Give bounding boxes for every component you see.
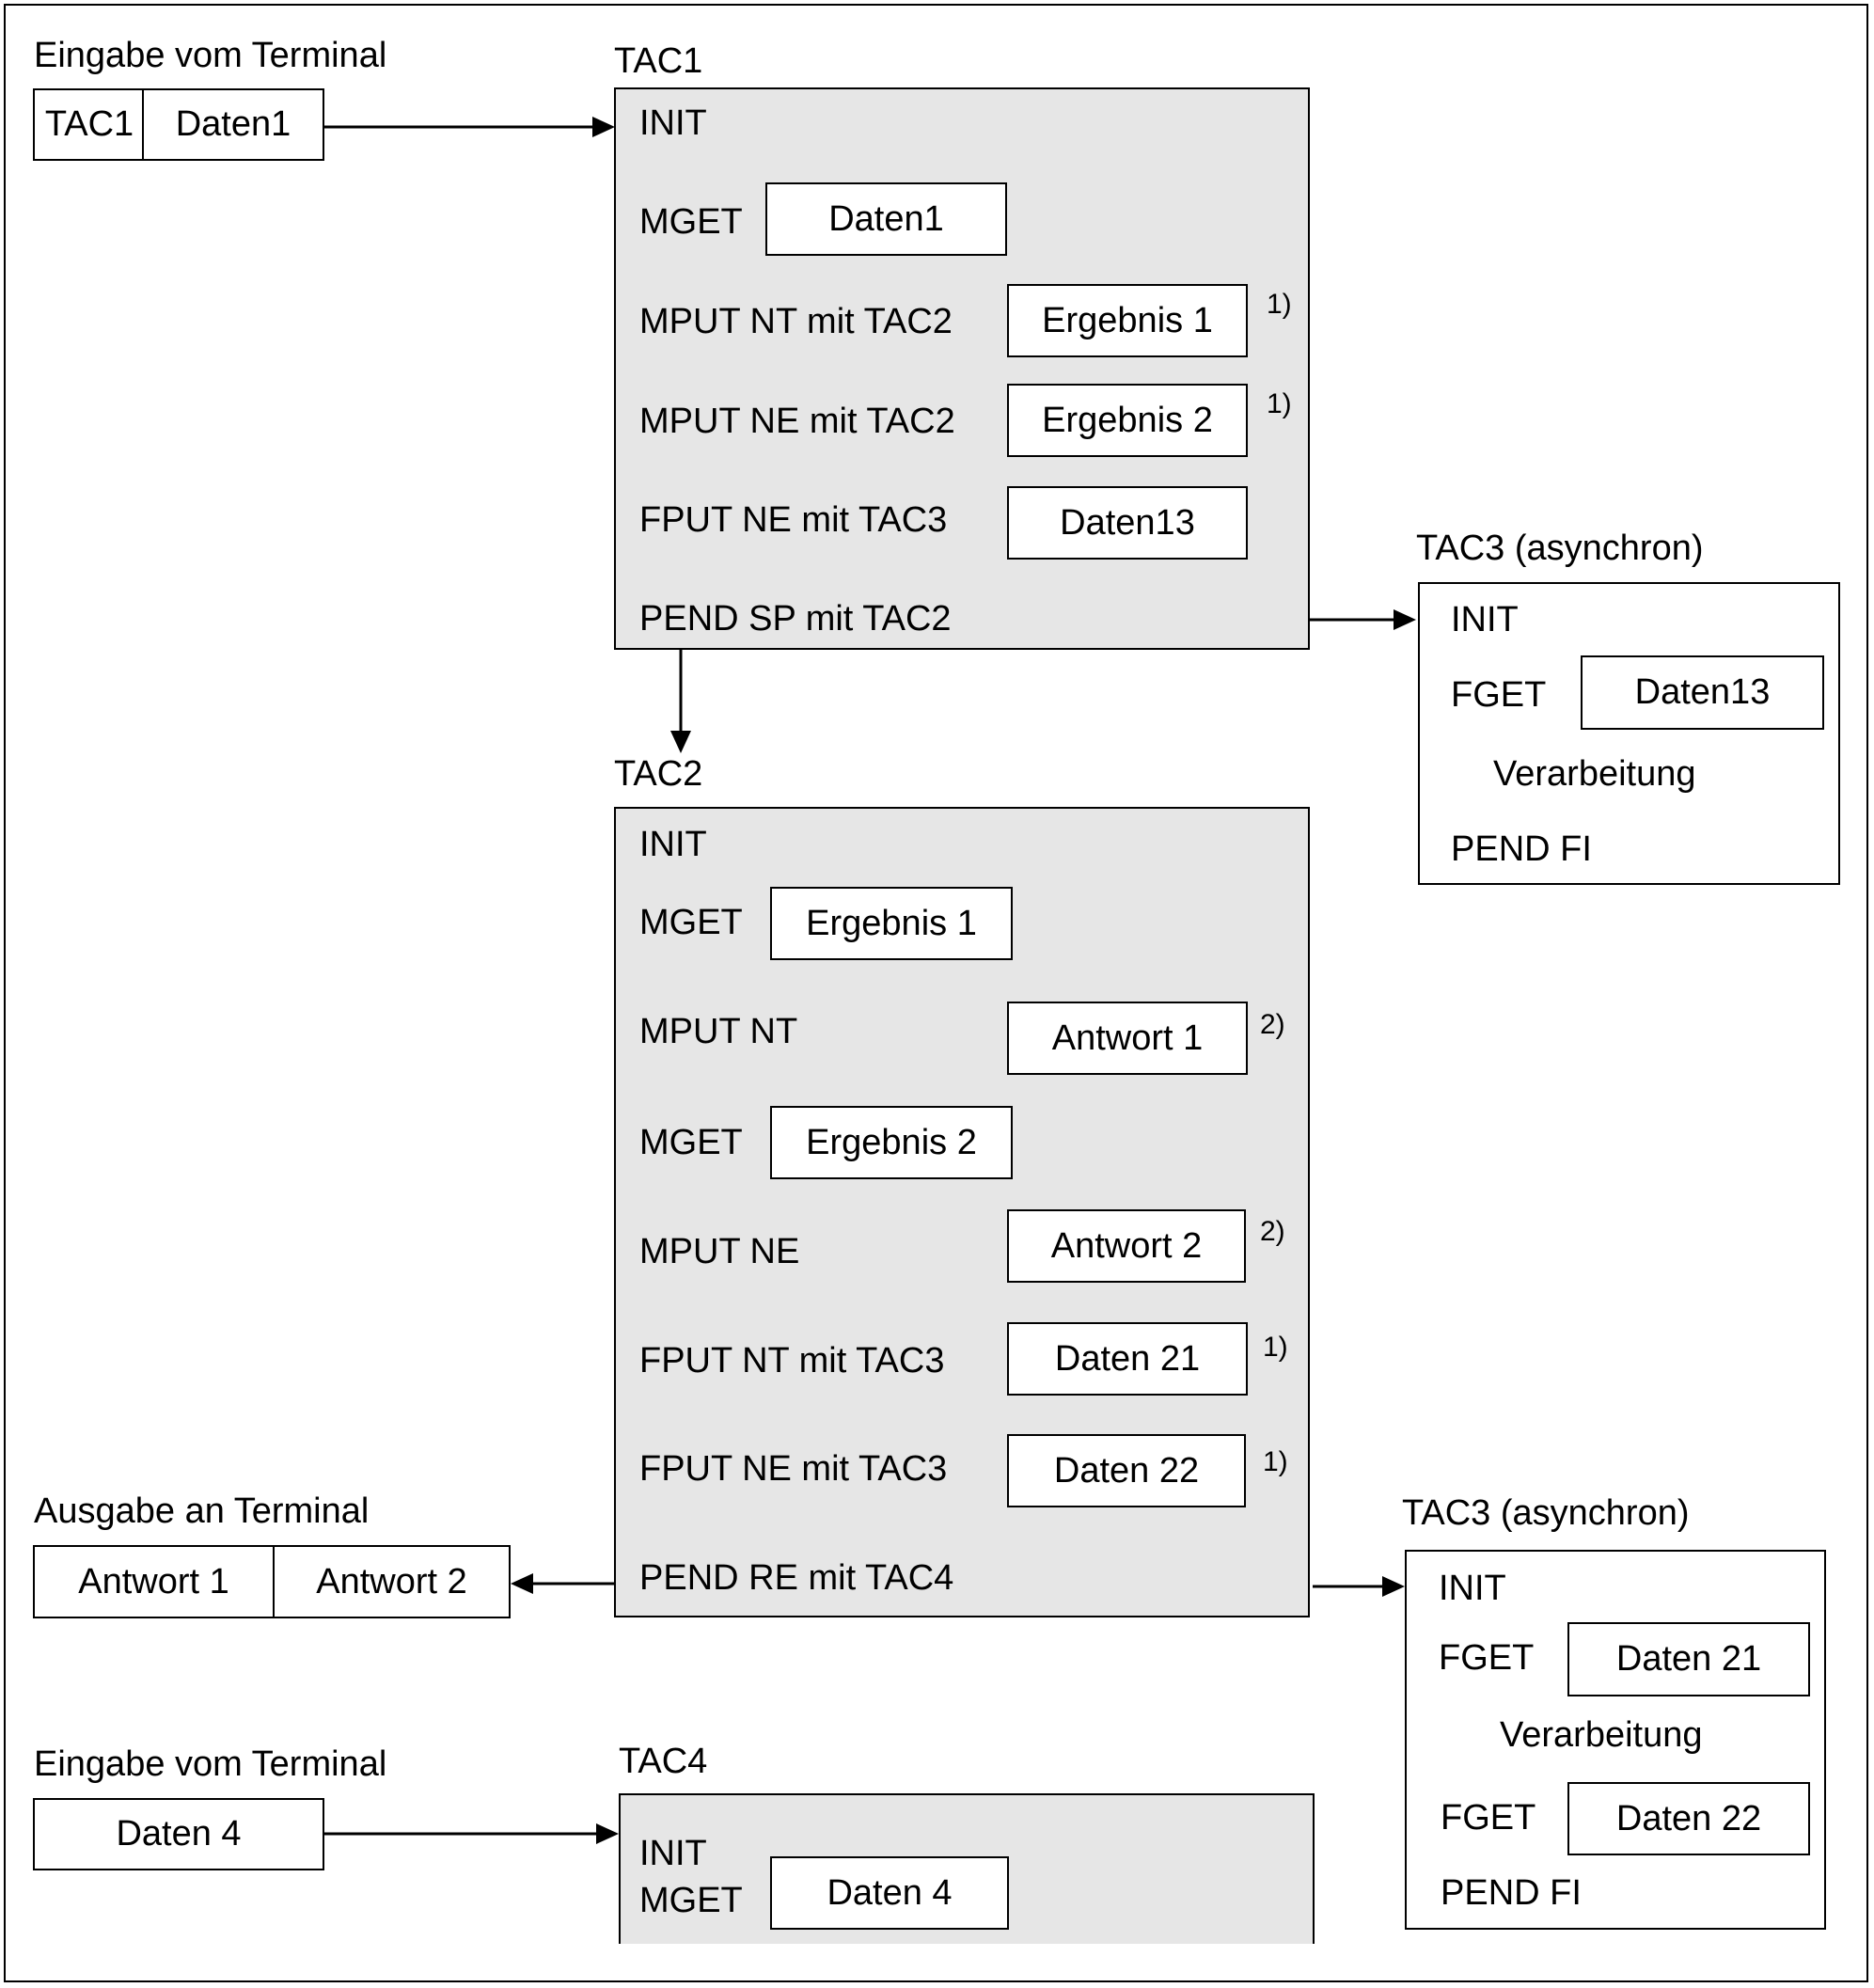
tac3a-processing: Verarbeitung [1493, 754, 1696, 794]
tac3a-fget-data-box: Daten13 [1581, 655, 1824, 730]
tac1-mput-nt: MPUT NT mit TAC2 [639, 302, 953, 341]
tac2-pend: PEND RE mit TAC4 [639, 1558, 954, 1598]
input-label-2: Eingabe vom Terminal [34, 1744, 387, 1784]
input-cell-data: Daten1 [175, 104, 291, 144]
tac1-init: INIT [639, 103, 707, 143]
tac1-title: TAC1 [614, 41, 703, 81]
tac4-mget-data: Daten 4 [827, 1872, 953, 1913]
terminal-output: Antwort 1 Antwort 2 [33, 1545, 511, 1618]
tac2-mget-2: MGET [639, 1123, 743, 1162]
tac3a-program-box [1418, 582, 1840, 885]
tac2-fput-nt: FPUT NT mit TAC3 [639, 1341, 945, 1381]
tac2-mput-nt-data: Antwort 1 [1051, 1018, 1204, 1058]
tac2-title: TAC2 [614, 754, 703, 794]
tac3b-fget-1: FGET [1439, 1638, 1535, 1678]
tac1-mput-ne-data-box: Ergebnis 2 [1007, 384, 1248, 457]
tac1-mput-nt-data: Ergebnis 1 [1042, 300, 1213, 340]
input-cell-tac: TAC1 [44, 104, 134, 144]
tac3b-fget-2: FGET [1441, 1798, 1536, 1838]
tac3a-fget: FGET [1451, 675, 1547, 715]
tac1-mput-ne-data: Ergebnis 2 [1042, 400, 1213, 440]
tac2-mput-ne-data-box: Antwort 2 [1007, 1209, 1246, 1283]
tac3b-fget-1-data-box: Daten 21 [1567, 1622, 1810, 1696]
tac3b-processing: Verarbeitung [1500, 1715, 1703, 1755]
output-cell-2: Antwort 2 [316, 1561, 467, 1601]
arrowhead-tac2-to-output [511, 1573, 533, 1594]
tac3b-fget-2-data: Daten 22 [1615, 1798, 1762, 1838]
tac1-mget-data-box: Daten1 [765, 182, 1007, 256]
diagram-frame [4, 4, 1868, 1982]
tac2-footnote-mput-ne: 2) [1260, 1216, 1285, 1247]
input-label-1: Eingabe vom Terminal [34, 36, 387, 75]
tac2-fput-ne-data-box: Daten 22 [1007, 1434, 1246, 1507]
arrowhead-input-to-tac4 [596, 1823, 619, 1844]
tac2-fput-nt-data: Daten 21 [1054, 1338, 1201, 1379]
arrowhead-tac1-to-tac3a [1394, 609, 1416, 630]
tac2-mget-2-data-box: Ergebnis 2 [770, 1106, 1013, 1179]
tac3a-pend: PEND FI [1451, 829, 1592, 869]
tac1-footnote-1: 1) [1267, 289, 1292, 320]
tac3a-fget-data: Daten13 [1634, 672, 1771, 712]
tac4-title: TAC4 [619, 1742, 708, 1781]
tac2-mget-1-data: Ergebnis 1 [806, 903, 977, 943]
tac2-footnote-fput-nt: 1) [1263, 1332, 1288, 1363]
output-label: Ausgabe an Terminal [34, 1491, 370, 1531]
tac2-init: INIT [639, 825, 707, 864]
tac1-footnote-2: 1) [1267, 388, 1292, 419]
terminal-input-1: TAC1 Daten1 [33, 88, 324, 161]
tac1-pend: PEND SP mit TAC2 [639, 599, 952, 639]
tac3b-title: TAC3 (asynchron) [1402, 1493, 1690, 1533]
tac1-fput-ne-data: Daten13 [1060, 502, 1195, 543]
tac1-mget: MGET [639, 202, 743, 242]
tac2-footnote-mput-nt: 2) [1260, 1009, 1285, 1040]
cell-divider [142, 90, 144, 159]
arrowhead-tac1-to-tac2 [670, 731, 691, 753]
tac2-fput-ne-data: Daten 22 [1053, 1450, 1200, 1491]
tac2-mget-2-data: Ergebnis 2 [806, 1122, 977, 1162]
tac4-mget: MGET [639, 1881, 743, 1920]
tac2-fput-ne: FPUT NE mit TAC3 [639, 1449, 948, 1489]
tac1-fput-ne: FPUT NE mit TAC3 [639, 500, 948, 540]
tac4-init: INIT [639, 1834, 707, 1873]
tac1-mget-data: Daten1 [828, 198, 944, 239]
tac1-mput-ne: MPUT NE mit TAC2 [639, 402, 955, 441]
tac3b-fget-1-data: Daten 21 [1615, 1639, 1762, 1679]
tac2-footnote-fput-ne: 1) [1263, 1446, 1288, 1477]
tac3b-program-box [1405, 1550, 1826, 1930]
arrowhead-input-to-tac1 [592, 117, 615, 137]
tac2-mput-ne-data: Antwort 2 [1050, 1225, 1203, 1266]
tac4-mget-data-box: Daten 4 [770, 1856, 1009, 1930]
tac3b-fget-2-data-box: Daten 22 [1567, 1782, 1810, 1855]
tac2-mget-1-data-box: Ergebnis 1 [770, 887, 1013, 960]
tac2-mput-ne: MPUT NE [639, 1232, 800, 1271]
tac3b-init: INIT [1439, 1569, 1506, 1608]
tac1-mput-nt-data-box: Ergebnis 1 [1007, 284, 1248, 357]
tac3a-title: TAC3 (asynchron) [1416, 529, 1704, 568]
cell-divider [273, 1547, 275, 1617]
terminal-input-2: Daten 4 [33, 1798, 324, 1870]
tac2-mget-1: MGET [639, 903, 743, 942]
tac2-mput-nt-data-box: Antwort 1 [1007, 1002, 1248, 1075]
tac1-fput-ne-data-box: Daten13 [1007, 486, 1248, 560]
input-cell-daten4: Daten 4 [116, 1814, 242, 1854]
tac3a-init: INIT [1451, 600, 1519, 639]
arrowhead-tac2-to-tac3b [1382, 1576, 1405, 1597]
tac2-fput-nt-data-box: Daten 21 [1007, 1322, 1248, 1396]
tac3b-pend: PEND FI [1441, 1873, 1582, 1913]
tac2-mput-nt: MPUT NT [639, 1012, 798, 1051]
output-cell-1: Antwort 1 [78, 1561, 229, 1601]
